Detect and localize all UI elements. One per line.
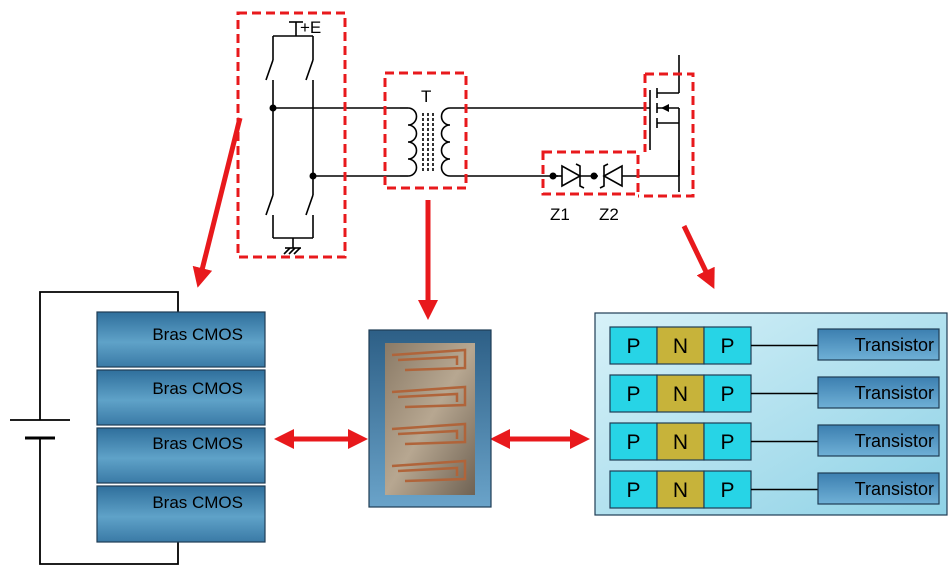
transformer-label: T [421, 87, 431, 106]
battery-circuit [10, 291, 179, 565]
cmos-arm-block: Bras CMOS [96, 369, 266, 426]
cmos-arm-schematic [265, 21, 400, 255]
transformer-symbol [400, 107, 650, 177]
relation-arrows [192, 117, 715, 449]
junction-dot [309, 172, 317, 180]
highlight-boxes [236, 11, 695, 259]
n-region-label: N [673, 431, 688, 454]
highlight-arm-box [236, 11, 347, 259]
cmos-arm-label: Bras CMOS [152, 379, 243, 398]
p-region-cell [703, 326, 752, 365]
n-region-label: N [673, 383, 688, 406]
p-region-cell [609, 374, 658, 413]
n-region-cell [656, 326, 705, 365]
cmos-stack: Bras CMOS Bras CMOS Bras CMOS Bras CMOS [96, 311, 266, 543]
n-region-cell [656, 470, 705, 509]
transistor-label: Transistor [855, 479, 934, 499]
p-region-cell [609, 422, 658, 461]
p-region-cell [703, 374, 752, 413]
p-region-cell [609, 470, 658, 509]
transistor-label: Transistor [855, 383, 934, 403]
arrow-mosfet-to-block [681, 224, 715, 290]
pnp-row: P N P Transistor [609, 374, 940, 413]
arrow-arm-to-stack [192, 117, 243, 288]
p-region-label: P [720, 479, 734, 502]
p-region-label: P [626, 431, 640, 454]
transistor-label: Transistor [855, 431, 934, 451]
cmos-arm-block: Bras CMOS [96, 311, 266, 368]
junction-dot [549, 172, 557, 180]
cmos-arm-label: Bras CMOS [152, 434, 243, 453]
pnp-row: P N P Transistor [609, 326, 940, 365]
p-region-cell [703, 470, 752, 509]
cmos-arm-block: Bras CMOS [96, 485, 266, 543]
transistor-label: Transistor [855, 335, 934, 355]
pnp-row: P N P Transistor [609, 422, 940, 461]
zener1-label: Z1 [550, 205, 570, 224]
zener-pair [553, 163, 679, 189]
transistor-box [817, 328, 940, 361]
n-region-label: N [673, 479, 688, 502]
p-region-label: P [626, 335, 640, 358]
p-region-label: P [720, 335, 734, 358]
p-region-cell [609, 326, 658, 365]
pnp-row: P N P Transistor [609, 470, 940, 509]
n-region-cell [656, 374, 705, 413]
highlight-zener-box [541, 150, 640, 196]
cmos-arm-label: Bras CMOS [152, 325, 243, 344]
n-region-label: N [673, 335, 688, 358]
transistor-box [817, 424, 940, 457]
junction-dot [269, 104, 277, 112]
transformer-photo-block [368, 329, 492, 508]
n-region-cell [656, 422, 705, 461]
mosfet-arrow-icon [661, 104, 669, 112]
p-region-label: P [720, 383, 734, 406]
zener2-label: Z2 [599, 205, 619, 224]
transistor-box [817, 376, 940, 409]
transistor-box [817, 472, 940, 505]
p-region-label: P [626, 479, 640, 502]
mosfet-symbol [649, 55, 680, 192]
p-region-label: P [720, 431, 734, 454]
supply-label: +E [300, 18, 321, 37]
coil-traces [391, 348, 467, 483]
cmos-arm-label: Bras CMOS [152, 493, 243, 512]
highlight-mosfet-box [638, 72, 695, 198]
junction-dot [590, 172, 598, 180]
p-region-label: P [626, 383, 640, 406]
cmos-arm-block: Bras CMOS [96, 427, 266, 484]
